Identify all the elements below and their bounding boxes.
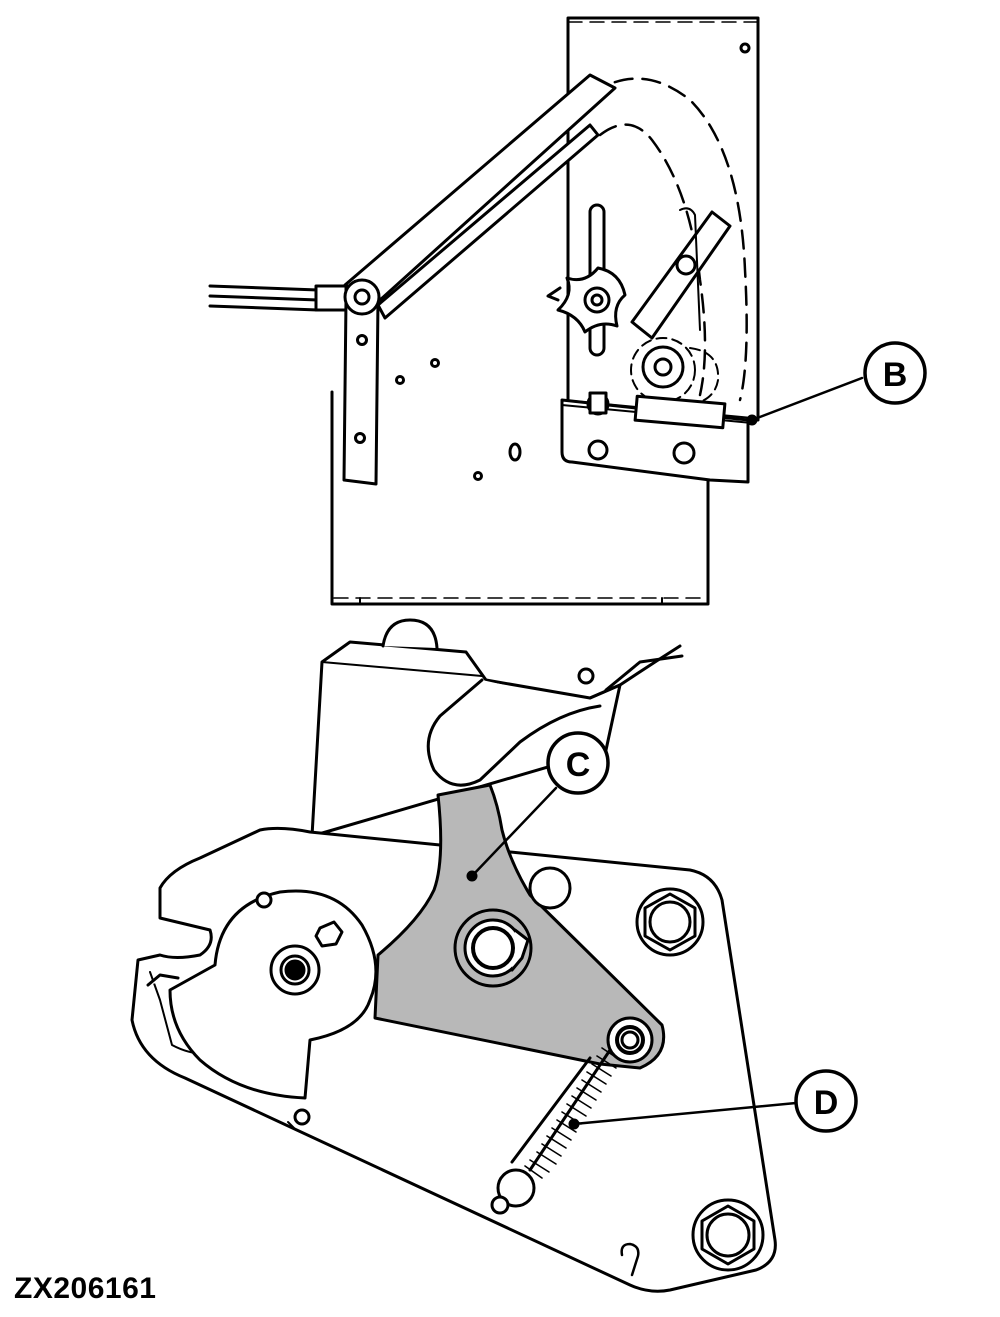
- dashed-guide-outer: [588, 77, 748, 402]
- callout-d: D: [568, 1069, 858, 1133]
- spring-d: [490, 1047, 621, 1215]
- hex-bolt-upper: [635, 887, 705, 957]
- callout-b: B: [746, 341, 927, 426]
- figure-id: ZX206161: [14, 1272, 157, 1305]
- callout-d-label: D: [814, 1084, 839, 1122]
- hex-bolt-lower: [691, 1198, 765, 1272]
- vertical-link: [342, 298, 380, 486]
- hook-channel: [426, 678, 602, 787]
- control-cable: [208, 284, 348, 312]
- callout-b-label: B: [883, 356, 908, 394]
- lower-assembly: [130, 618, 777, 1293]
- callout-c: C: [466, 731, 610, 882]
- callout-c-label: C: [566, 746, 591, 784]
- dashed-guide-inner: [598, 123, 707, 397]
- upper-assembly: [208, 16, 760, 606]
- angled-lever: [630, 210, 732, 340]
